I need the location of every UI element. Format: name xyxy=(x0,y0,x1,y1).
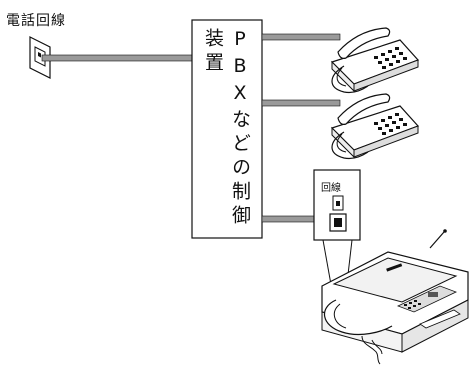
fax-machine-icon xyxy=(321,229,469,365)
pbx-label-container: PBXなどの制御装置 xyxy=(192,20,262,238)
cable-wall-to-pbx xyxy=(41,54,193,62)
line-port-label: 回線 xyxy=(321,183,341,194)
cable-pbx-to-phone-2 xyxy=(261,99,341,107)
pbx-box xyxy=(191,19,263,239)
telephone-icon xyxy=(330,27,420,94)
cable-pbx-to-phone-1 xyxy=(261,33,341,41)
line-port-icon xyxy=(329,195,347,232)
phone-line-label: 電話回線 xyxy=(6,13,66,29)
telephone-icon xyxy=(330,93,420,160)
pbx-label: PBXなどの制御装置 xyxy=(202,28,251,229)
